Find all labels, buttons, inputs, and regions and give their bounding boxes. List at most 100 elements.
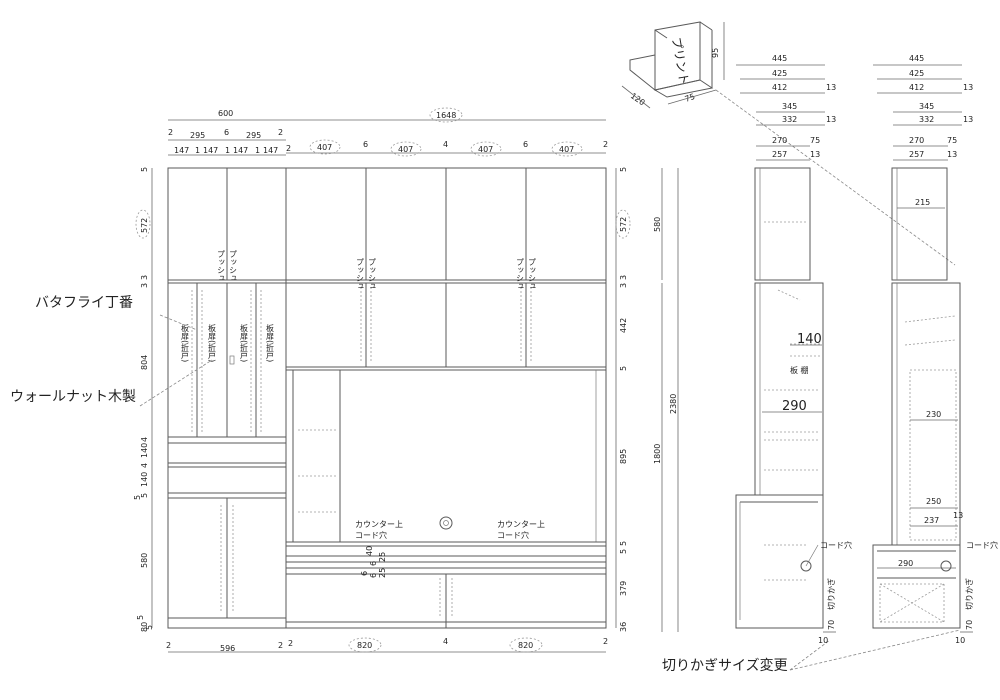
svg-text:1: 1 (255, 146, 260, 155)
svg-text:10: 10 (818, 636, 828, 645)
svg-text:13: 13 (826, 83, 836, 92)
svg-text:5: 5 (140, 167, 149, 172)
svg-text:250: 250 (926, 497, 941, 506)
svg-text:820: 820 (357, 641, 372, 650)
svg-text:13: 13 (963, 115, 973, 124)
svg-text:6: 6 (224, 128, 229, 137)
svg-text:5: 5 (136, 615, 145, 620)
svg-text:13: 13 (810, 150, 820, 159)
callouts: バタフライ丁番 ウォールナット木製 切りかぎサイズ変更 (10, 295, 961, 674)
bottom-dimensions: 2 596 2 2 820 4 820 2 (166, 637, 608, 653)
svg-text:2: 2 (603, 140, 608, 149)
svg-text:4: 4 (140, 463, 149, 468)
svg-text:4: 4 (443, 140, 448, 149)
svg-text:572: 572 (140, 218, 149, 233)
svg-text:147: 147 (263, 146, 278, 155)
svg-text:2: 2 (286, 144, 291, 153)
front-labels: プッシュ プッシュ プッシュ プッシュ プッシュ プッシュ 板扉(折戸) 板扉(… (181, 250, 546, 540)
svg-text:2: 2 (278, 128, 283, 137)
svg-text:5: 5 (133, 495, 142, 500)
svg-text:95: 95 (711, 48, 720, 58)
svg-text:215: 215 (915, 198, 930, 207)
svg-text:5: 5 (140, 493, 149, 498)
svg-text:295: 295 (246, 131, 261, 140)
walnut-label: ウォールナット木製 (10, 389, 136, 405)
butterfly-hinge-label: バタフライ丁番 (35, 295, 133, 311)
svg-text:257: 257 (909, 150, 924, 159)
svg-text:379: 379 (619, 581, 628, 596)
door-label-2: 板扉(折戸) (208, 323, 217, 362)
push-label-2: プッシュ (229, 250, 238, 282)
svg-text:2: 2 (288, 639, 293, 648)
front-elevation (167, 167, 607, 629)
svg-text:147: 147 (233, 146, 248, 155)
svg-text:75: 75 (947, 136, 957, 145)
push-label-6: プッシュ (528, 258, 537, 290)
svg-text:5: 5 (145, 625, 154, 630)
svg-text:6: 6 (360, 571, 369, 576)
notch-label-2: 切りかぎ (964, 578, 974, 610)
svg-text:5: 5 (619, 549, 628, 554)
svg-text:596: 596 (220, 644, 235, 653)
cord-hole-label-2: コード穴 (966, 540, 998, 550)
svg-text:580: 580 (140, 553, 149, 568)
svg-text:2: 2 (278, 641, 283, 650)
counter-label-2b: コード穴 (497, 530, 529, 540)
notch-size-change-label: 切りかぎサイズ変更 (662, 657, 788, 674)
svg-text:6: 6 (369, 561, 378, 566)
svg-text:230: 230 (926, 410, 941, 419)
svg-text:140: 140 (140, 443, 149, 458)
svg-text:270: 270 (909, 136, 924, 145)
svg-text:3: 3 (140, 275, 149, 280)
svg-text:2380: 2380 (669, 394, 678, 414)
svg-text:36: 36 (619, 622, 628, 632)
svg-text:6: 6 (523, 140, 528, 149)
svg-text:895: 895 (619, 449, 628, 464)
svg-text:4: 4 (443, 637, 448, 646)
svg-text:5: 5 (619, 167, 628, 172)
svg-text:572: 572 (619, 217, 628, 232)
svg-text:1: 1 (195, 146, 200, 155)
svg-text:425: 425 (909, 69, 924, 78)
svg-text:1800: 1800 (653, 444, 662, 464)
dim-1648: 1648 (436, 111, 456, 120)
svg-text:40: 40 (365, 546, 374, 556)
svg-text:290: 290 (898, 559, 913, 568)
svg-text:332: 332 (782, 115, 797, 124)
svg-text:75: 75 (810, 136, 820, 145)
svg-text:445: 445 (772, 54, 787, 63)
door-label-3: 板扉(折戸) (240, 323, 249, 362)
svg-text:270: 270 (772, 136, 787, 145)
svg-text:2: 2 (166, 641, 171, 650)
svg-text:25: 25 (378, 568, 387, 578)
svg-text:237: 237 (924, 516, 939, 525)
svg-text:257: 257 (772, 150, 787, 159)
svg-text:25: 25 (378, 552, 387, 562)
svg-text:425: 425 (772, 69, 787, 78)
left-dimensions: 5 572 3 3 804 4 140 4 5 140 5 580 5 80 5 (133, 167, 154, 632)
svg-text:13: 13 (826, 115, 836, 124)
svg-text:140: 140 (140, 472, 149, 487)
svg-text:10: 10 (955, 636, 965, 645)
svg-text:407: 407 (398, 145, 413, 154)
svg-text:147: 147 (174, 146, 189, 155)
svg-text:1: 1 (225, 146, 230, 155)
svg-text:13: 13 (947, 150, 957, 159)
svg-text:445: 445 (909, 54, 924, 63)
dim-600: 600 (218, 109, 233, 118)
cord-hole-label-1: コード穴 (820, 540, 852, 550)
svg-text:332: 332 (919, 115, 934, 124)
push-label-4: プッシュ (368, 258, 377, 290)
side-view-2: 445 425 412 13 345 332 13 270 75 257 13 … (872, 54, 998, 645)
svg-text:13: 13 (963, 83, 973, 92)
svg-text:345: 345 (782, 102, 797, 111)
svg-text:804: 804 (140, 355, 149, 370)
center-dimensions: 6 6 40 25 6 25 (360, 546, 387, 578)
svg-text:407: 407 (317, 143, 332, 152)
svg-text:140: 140 (797, 332, 822, 347)
door-label-1: 板扉(折戸) (181, 323, 190, 362)
svg-text:407: 407 (478, 145, 493, 154)
push-label-5: プッシュ (516, 258, 525, 290)
svg-text:13: 13 (953, 511, 963, 520)
